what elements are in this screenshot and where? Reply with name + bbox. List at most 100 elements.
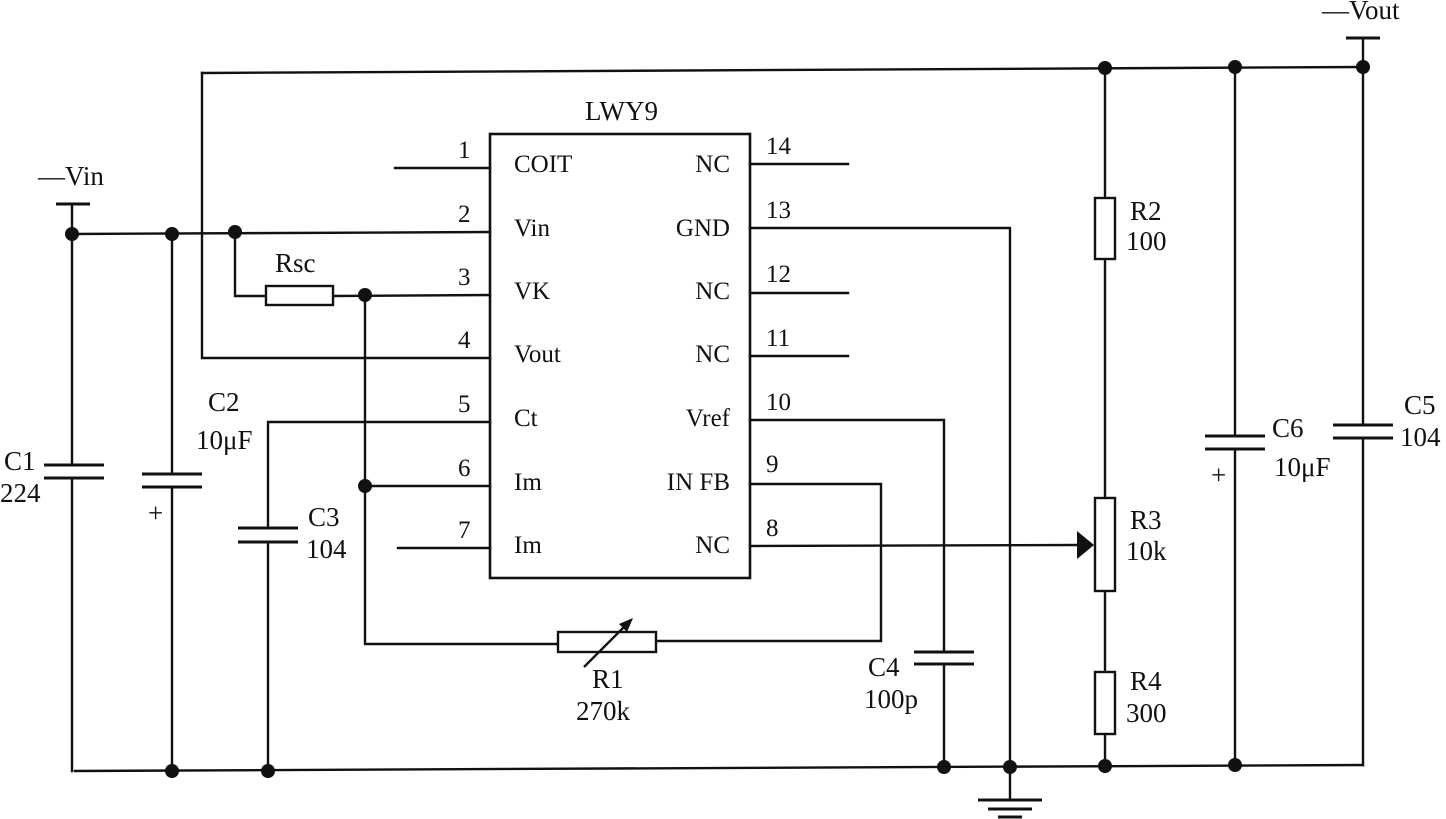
pin-name-10: Vref — [686, 405, 731, 432]
c3-name: C3 — [308, 502, 340, 532]
c3-value: 104 — [306, 534, 347, 564]
junction-dot — [261, 764, 275, 778]
r2-name: R2 — [1130, 196, 1162, 226]
wire-vin-rail — [70, 230, 492, 236]
r1-adjust-arrow — [583, 623, 628, 668]
ic-body — [488, 132, 752, 580]
r1-adjust-arrowhead — [619, 618, 633, 632]
c2-value: 10μF — [196, 425, 253, 455]
r2-body — [1093, 196, 1117, 261]
left-pin-names: COIT Vin VK Vout Ct Im Im — [514, 151, 572, 559]
c1-value: 224 — [0, 478, 41, 508]
pin-num-3: 3 — [458, 264, 471, 291]
c1-capacitor: C1 224 — [0, 446, 104, 508]
right-pin-numbers: 14 13 12 11 10 9 8 — [766, 133, 792, 542]
pin-name-6: Im — [514, 469, 542, 496]
r3-potentiometer: R3 10k — [1077, 496, 1167, 593]
pin-name-4: Vout — [514, 341, 561, 368]
c6-value: 10μF — [1274, 452, 1331, 482]
pin-num-9: 9 — [766, 451, 779, 478]
pin-num-8: 8 — [766, 515, 779, 542]
r3-name: R3 — [1130, 505, 1162, 535]
c3-capacitor: C3 104 — [238, 502, 347, 564]
c5-name: C5 — [1404, 390, 1436, 420]
wire-ground-rail — [73, 763, 1365, 773]
pin-num-1: 1 — [458, 137, 471, 164]
pin-num-4: 4 — [458, 327, 471, 354]
r2-value: 100 — [1126, 226, 1167, 256]
junction-dot — [358, 479, 372, 493]
junction-dot — [228, 225, 242, 239]
rsc-resistor: Rsc — [264, 248, 335, 307]
r1-name: R1 — [592, 664, 624, 694]
pin-name-11: NC — [695, 341, 730, 368]
c4-name: C4 — [868, 652, 900, 682]
pin-num-5: 5 — [458, 391, 471, 418]
pin-num-12: 12 — [766, 261, 791, 288]
junction-dot — [1098, 61, 1112, 75]
c2-name: C2 — [208, 387, 240, 417]
pin-name-1: COIT — [514, 151, 572, 178]
c6-polarity: + — [1211, 460, 1226, 490]
pin-name-2: Vin — [514, 215, 550, 242]
junction-dot — [358, 288, 372, 302]
pin-num-2: 2 — [458, 201, 471, 228]
pin-name-3: VK — [514, 278, 550, 305]
wire-vout-rail — [200, 65, 1365, 75]
ground-symbol — [978, 798, 1042, 819]
junction-dot — [1356, 60, 1370, 74]
wire-im-node — [363, 293, 560, 646]
vout-terminal-label: —Vout — [1321, 0, 1400, 25]
junction-dot — [1098, 759, 1112, 773]
wire-ct — [266, 420, 492, 773]
pin-num-6: 6 — [458, 455, 471, 482]
c2-polarity: + — [148, 498, 163, 528]
right-pin-names: NC GND NC NC Vref IN FB NC — [667, 151, 731, 559]
junction-dot — [1003, 760, 1017, 774]
junction-dot — [165, 227, 179, 241]
rsc-name: Rsc — [275, 248, 316, 278]
c6-capacitor: + C6 10μF — [1205, 413, 1331, 490]
junction-dot — [937, 760, 951, 774]
pin-name-9: IN FB — [667, 469, 730, 496]
wire-pin8-wiper — [748, 543, 1082, 548]
c6-name: C6 — [1272, 413, 1304, 443]
vin-terminal-label: —Vin — [37, 161, 104, 191]
r3-wiper-arrowhead — [1077, 531, 1094, 559]
pin-name-5: Ct — [514, 405, 538, 432]
wire-gnd — [748, 226, 1012, 802]
pin-num-13: 13 — [766, 197, 791, 224]
r4-value: 300 — [1126, 698, 1167, 728]
wire-rsc-to-vk — [331, 293, 492, 298]
ic-name: LWY9 — [585, 96, 658, 126]
pin-num-11: 11 — [766, 325, 790, 352]
junction-dot — [1228, 60, 1242, 74]
pin-name-13: GND — [676, 215, 730, 242]
wire-rsc-branch — [233, 230, 268, 298]
wire-pin4-loop — [200, 71, 492, 360]
pin-name-12: NC — [695, 278, 730, 305]
pin-name-7: Im — [514, 532, 542, 559]
r3-value: 10k — [1126, 536, 1167, 566]
r3-body — [1093, 496, 1117, 593]
pin-num-7: 7 — [458, 517, 471, 544]
junction-dot — [1228, 758, 1242, 772]
r2-resistor: R2 100 — [1093, 196, 1167, 261]
left-pin-numbers: 1 2 3 4 5 6 7 — [458, 137, 471, 544]
pin-name-14: NC — [695, 151, 730, 178]
c1-name: C1 — [4, 446, 36, 476]
r1-potentiometer: R1 270k — [556, 618, 658, 726]
wire-vref-c4 — [748, 418, 946, 769]
c2-capacitor: + C2 10μF — [142, 387, 253, 528]
junction-dot — [65, 227, 79, 241]
r4-name: R4 — [1130, 666, 1162, 696]
r1-body — [556, 630, 658, 654]
c5-value: 104 — [1400, 422, 1441, 452]
c4-value: 100p — [864, 684, 918, 714]
r4-resistor: R4 300 — [1093, 666, 1167, 736]
r4-body — [1093, 670, 1117, 736]
junction-dots — [65, 60, 1370, 778]
pin-num-14: 14 — [766, 133, 792, 160]
c4-capacitor: C4 100p — [864, 650, 974, 714]
